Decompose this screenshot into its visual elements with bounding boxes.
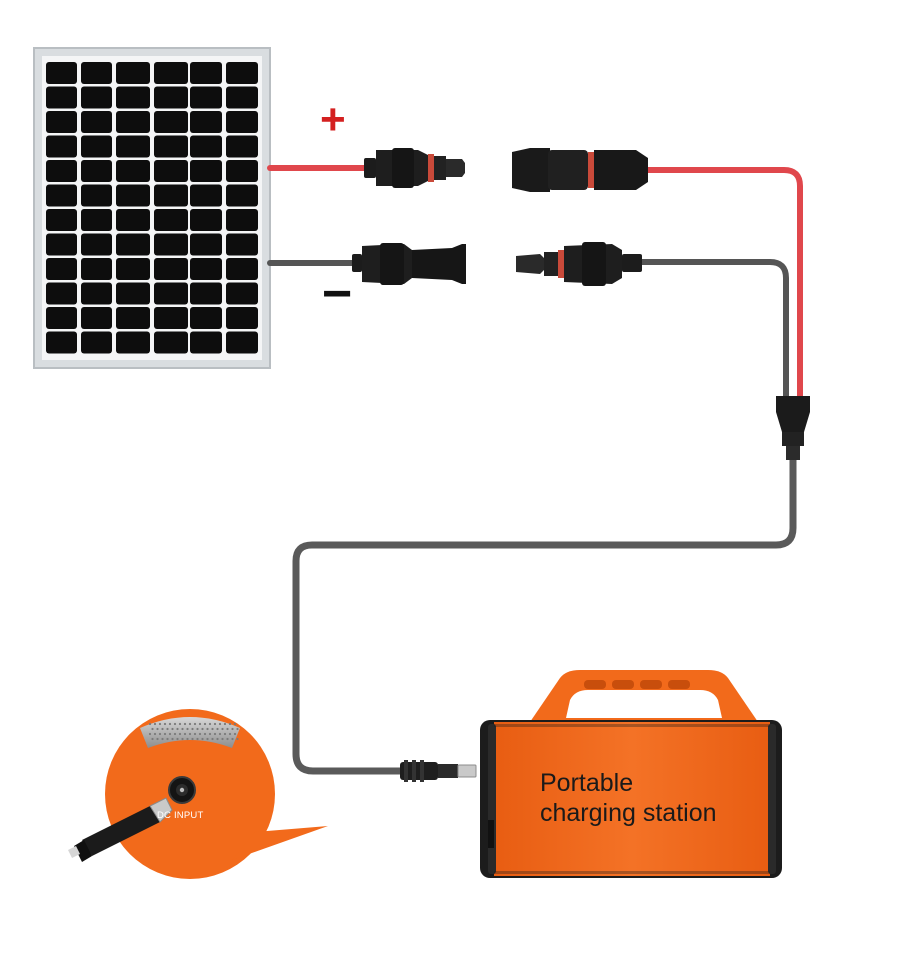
dc-barrel-plug-icon xyxy=(68,797,173,862)
solar-cell xyxy=(116,282,150,305)
solar-cell xyxy=(46,233,77,256)
mc4-connector-icon xyxy=(512,148,648,192)
main-dc-cable xyxy=(292,454,797,775)
solar-cell xyxy=(154,307,188,329)
solar-cell xyxy=(46,258,77,280)
solar-cell xyxy=(226,331,258,354)
solar-cell xyxy=(46,160,77,182)
solar-cell xyxy=(81,209,112,231)
solar-cell xyxy=(226,307,258,329)
solar-cell xyxy=(46,282,77,305)
solar-panel-icon xyxy=(33,47,271,369)
solar-cell xyxy=(81,62,112,84)
dc-input-label: DC INPUT xyxy=(157,810,204,821)
mc4-connector-icon xyxy=(516,242,642,286)
solar-cell xyxy=(190,258,222,280)
solar-cell xyxy=(81,135,112,158)
solar-cell xyxy=(116,111,150,133)
negative-polarity-label: − xyxy=(322,265,353,323)
solar-cell xyxy=(116,209,150,231)
solar-cell xyxy=(154,282,188,305)
solar-cell xyxy=(116,62,150,84)
cable-splitter-icon xyxy=(776,396,810,460)
solar-cell xyxy=(116,160,150,182)
solar-cell xyxy=(190,111,222,133)
solar-cell xyxy=(154,233,188,256)
solar-cell xyxy=(190,282,222,305)
solar-cell xyxy=(226,209,258,231)
solar-cell xyxy=(154,135,188,158)
station-label-line-1: Portable xyxy=(540,769,634,797)
solar-cell xyxy=(81,233,112,256)
dc-input-callout xyxy=(68,709,328,879)
solar-cell xyxy=(190,184,222,207)
solar-cell xyxy=(226,282,258,305)
solar-cell xyxy=(190,62,222,84)
solar-cell xyxy=(226,258,258,280)
solar-cell xyxy=(116,307,150,329)
solar-cell xyxy=(81,307,112,329)
solar-cell xyxy=(154,331,188,354)
solar-cell xyxy=(81,111,112,133)
positive-extension-cable xyxy=(642,167,803,399)
solar-cell xyxy=(226,86,258,109)
solar-cell xyxy=(81,282,112,305)
solar-cell xyxy=(190,160,222,182)
solar-cell xyxy=(154,86,188,109)
solar-cell xyxy=(226,62,258,84)
mc4-connector-icon xyxy=(352,243,466,285)
solar-cell xyxy=(226,135,258,158)
solar-cell xyxy=(226,111,258,133)
station-label-line-2: charging station xyxy=(540,799,717,827)
solar-cell xyxy=(81,86,112,109)
solar-cell xyxy=(154,111,188,133)
solar-cell xyxy=(46,62,77,84)
portable-power-station-icon xyxy=(480,670,782,878)
solar-cell xyxy=(81,184,112,207)
solar-cell xyxy=(226,233,258,256)
solar-cell xyxy=(154,160,188,182)
solar-cell xyxy=(81,258,112,280)
solar-cell xyxy=(46,209,77,231)
solar-cell xyxy=(190,209,222,231)
solar-cell xyxy=(81,331,112,354)
solar-cell xyxy=(116,184,150,207)
station-label: Portable charging station xyxy=(540,768,780,828)
solar-cell xyxy=(190,233,222,256)
solar-cell xyxy=(46,331,77,354)
positive-polarity-label: + xyxy=(320,95,346,144)
solar-cell xyxy=(116,86,150,109)
dc-barrel-plug-icon xyxy=(400,760,477,782)
solar-cell xyxy=(46,86,77,109)
solar-cell-grid xyxy=(46,62,258,354)
solar-cell xyxy=(226,160,258,182)
solar-cell xyxy=(46,111,77,133)
solar-cell xyxy=(81,160,112,182)
negative-extension-cable xyxy=(637,259,789,399)
solar-cell xyxy=(190,135,222,158)
solar-cell xyxy=(46,135,77,158)
solar-cell xyxy=(116,258,150,280)
mc4-connector-icon xyxy=(364,148,465,188)
solar-cell xyxy=(190,307,222,329)
solar-cell xyxy=(154,184,188,207)
speaker-grille-icon xyxy=(140,717,240,748)
cable-wiring xyxy=(267,165,803,775)
solar-cell xyxy=(46,307,77,329)
solar-cell xyxy=(116,135,150,158)
solar-cell xyxy=(154,258,188,280)
solar-cell xyxy=(226,184,258,207)
dc-input-port-icon xyxy=(168,776,196,804)
solar-cell xyxy=(190,86,222,109)
solar-cell xyxy=(116,233,150,256)
solar-cell xyxy=(154,209,188,231)
solar-cell xyxy=(154,62,188,84)
solar-cell xyxy=(46,184,77,207)
solar-cell xyxy=(190,331,222,354)
solar-cell xyxy=(116,331,150,354)
